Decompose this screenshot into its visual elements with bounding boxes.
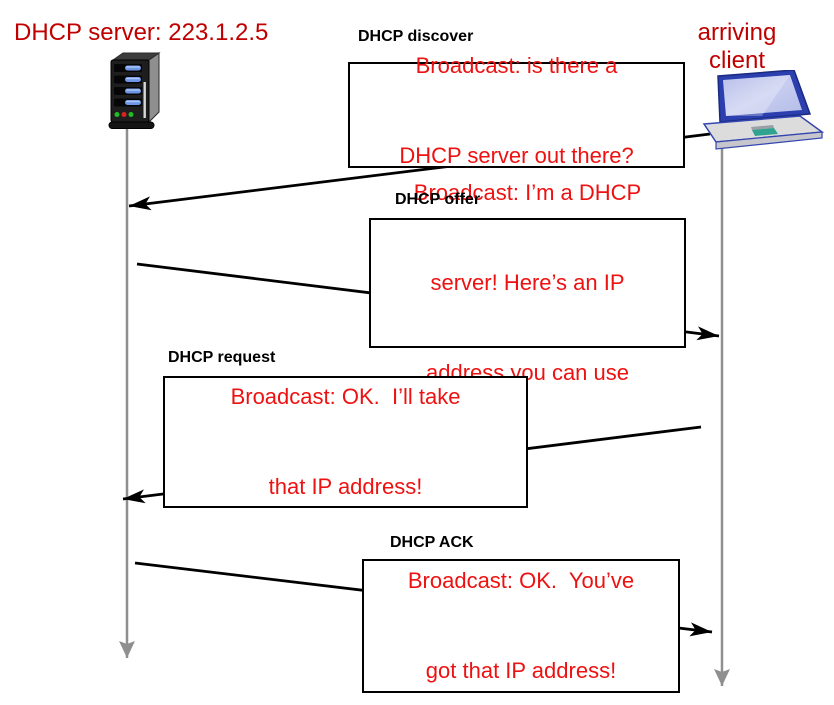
dhcp-request-label: DHCP request [168,349,276,366]
text-line: Broadcast: OK. You’ve [407,568,635,593]
dhcp-ack-text: Broadcast: OK. You’ve got that IP addres… [408,506,634,705]
laptop-screen [723,75,802,116]
dhcp-ack-label: DHCP ACK [390,534,474,551]
dhcp-offer-label: DHCP offer [395,191,481,208]
dhcp-discover-label: DHCP discover [358,28,474,45]
client-title: arriving client [683,19,791,75]
laptop-front-edge [715,131,823,150]
dhcp-discover-box: Broadcast: is there a DHCP server out th… [348,53,685,168]
text-line: DHCP server out there? [399,143,634,168]
client-title-line2: client [708,47,766,74]
laptop-icon [702,70,824,150]
dhcp-request-box: Broadcast: OK. I’ll take that IP address… [163,376,528,508]
text-line: got that IP address! [425,658,617,683]
server-tower-icon [108,52,161,129]
server-title: DHCP server: 223.1.2.5 [14,19,269,46]
server-drive-bays [114,64,142,107]
server-status-leds [114,112,134,117]
dhcp-discover-text: Broadcast: is there a DHCP server out th… [399,0,633,231]
text-line: server! Here’s an IP [430,270,625,295]
dhcp-offer-box: Broadcast: I’m a DHCP server! Here’s an … [369,180,686,385]
server-slot-line [143,82,146,118]
laptop-trackpad [752,128,778,136]
text-line: Broadcast: I’m a DHCP [413,180,642,205]
client-title-line1: arriving [697,19,777,46]
text-line: that IP address! [268,474,423,499]
text-line: Broadcast: OK. I’ll take [230,384,461,409]
text-line: Broadcast: is there a [415,53,618,78]
dhcp-ack-box: Broadcast: OK. You’ve got that IP addres… [362,559,680,693]
dhcp-request-text: Broadcast: OK. I’ll take that IP address… [231,322,461,562]
dhcp-offer-text: Broadcast: I’m a DHCP server! Here’s an … [414,118,641,448]
